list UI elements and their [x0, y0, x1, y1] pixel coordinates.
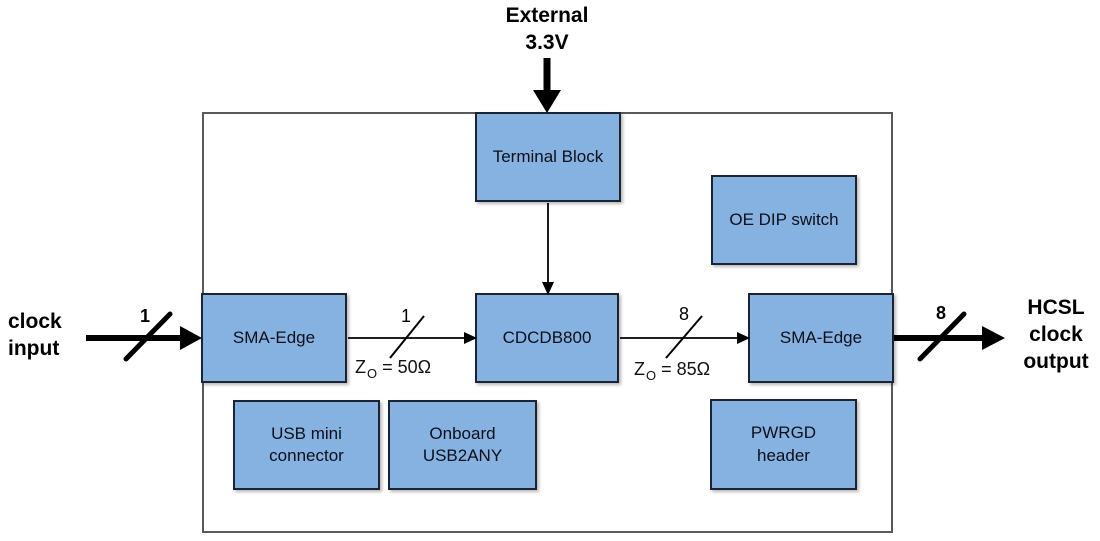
block-terminal-block: Terminal Block — [475, 112, 621, 202]
input-bus-count: 1 — [139, 306, 150, 326]
block-usb-mini-connector: USB mini connector — [233, 400, 380, 490]
impedance-value: = 50Ω — [382, 357, 432, 377]
block-sma-edge-input: SMA-Edge — [201, 293, 347, 383]
impedance-symbol: Z — [355, 357, 366, 377]
block-sma-edge-output: SMA-Edge — [748, 293, 894, 383]
input-trace-count: 1 — [400, 306, 411, 326]
hcsl-clock-output-label: HCSL clock output — [1023, 296, 1089, 373]
output-impedance-label: ZO= 85Ω — [634, 359, 746, 383]
impedance-subscript: O — [646, 367, 657, 383]
block-onboard-usb2any: Onboard USB2ANY — [388, 400, 537, 490]
impedance-value: = 85Ω — [661, 359, 711, 379]
clock-input-label: clock input — [8, 310, 62, 360]
output-bus-count: 8 — [935, 303, 946, 323]
clock-input-arrowhead — [180, 326, 202, 350]
block-cdcdb800: CDCDB800 — [475, 293, 619, 383]
block-pwrgd-header: PWRGD header — [710, 399, 857, 490]
input-impedance-label: ZO= 50Ω — [355, 357, 467, 381]
impedance-subscript: O — [367, 365, 378, 381]
external-supply-label: External 3.3V — [505, 4, 589, 54]
impedance-symbol: Z — [634, 359, 645, 379]
block-oe-dip-switch: OE DIP switch — [711, 175, 857, 265]
output-trace-count: 8 — [678, 304, 689, 324]
external-supply-arrowhead — [533, 90, 561, 113]
